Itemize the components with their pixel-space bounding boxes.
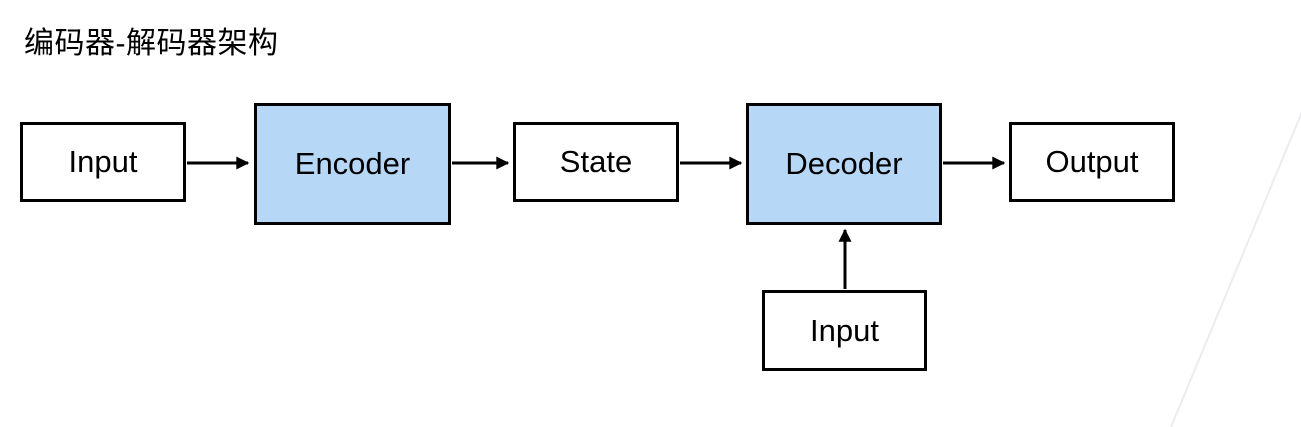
decoder-box-label: Decoder <box>785 146 903 181</box>
encoder-box: Encoder <box>254 103 451 225</box>
output-box: Output <box>1009 122 1175 202</box>
decoder-box: Decoder <box>746 103 942 225</box>
state-box-label: State <box>559 144 633 179</box>
input-box-label: Input <box>68 144 138 179</box>
encoder-box-label: Encoder <box>294 146 411 181</box>
decoder-input-box-label: Input <box>810 312 879 348</box>
state-box: State <box>513 122 679 202</box>
faint-diagonal-line <box>1170 111 1301 427</box>
output-box-label: Output <box>1045 144 1139 179</box>
diagram-title: 编码器-解码器架构 <box>24 27 279 60</box>
input-box: Input <box>20 122 186 202</box>
decoder-input-box: Input <box>762 290 927 371</box>
